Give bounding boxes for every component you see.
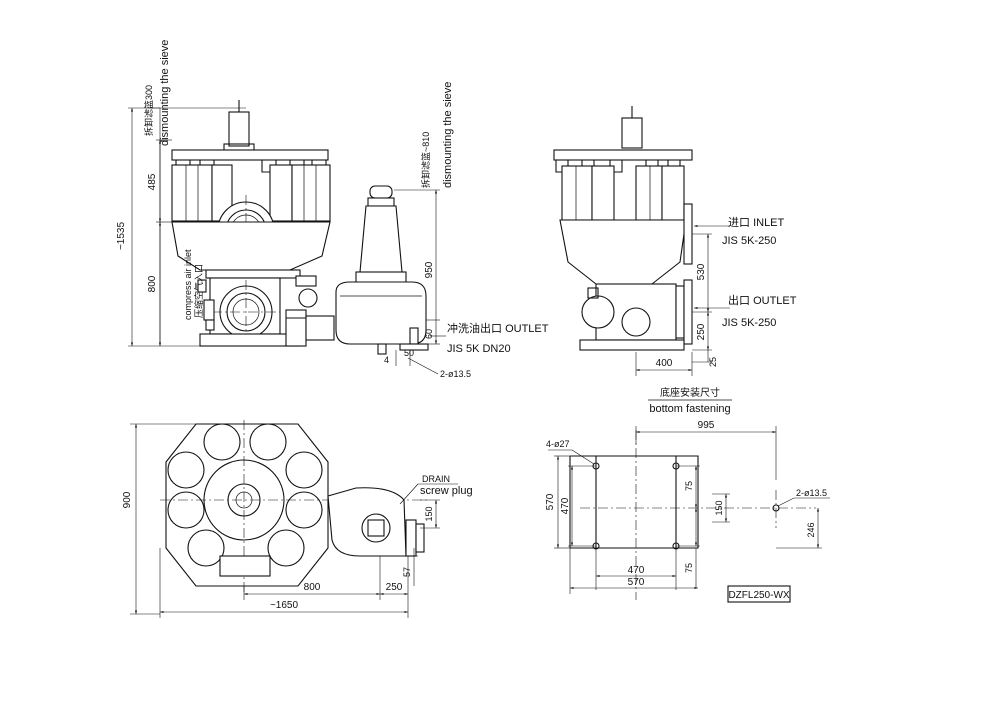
flush-outlet-label: 冲洗油出口 OUTLET (447, 321, 549, 335)
front-view: ~1535 485 800 拆卸滤篮300 dismounting the si… (116, 40, 335, 347)
fastening-holes-small: 2-ø13.5 (796, 488, 827, 498)
outlet-label: 出口 OUTLET (728, 293, 797, 307)
pump-clearance-cn: 拆卸滤篮~810 (420, 132, 431, 188)
fastening-title-cn: 底座安装尺寸 (660, 386, 720, 399)
pump-holes: 2-ø13.5 (440, 369, 471, 379)
right-dim-530: 530 (696, 263, 707, 280)
air-inlet-en: compress air inlet (183, 249, 193, 320)
pump-view: 950 60 拆卸滤篮~810 dismounting the sieve 冲洗… (335, 82, 549, 379)
top-view: 900 800 250 ~1650 150 57 DRAIN screw plu… (122, 420, 473, 618)
pump-clearance-en: dismounting the sieve (442, 82, 454, 188)
drain-plug-label: screw plug (420, 485, 473, 497)
front-clearance-cn: 拆卸滤篮300 (143, 85, 154, 136)
fastening-dim-570-h: 570 (628, 577, 645, 588)
right-view: 530 250 25 400 进口 INLET JIS 5K-250 出口 OU… (553, 106, 797, 376)
outlet-spec: JIS 5K-250 (722, 317, 776, 329)
fastening-width-995: 995 (698, 420, 715, 431)
front-height-upper: 485 (147, 173, 158, 190)
model-box (727, 585, 791, 603)
front-height-total: ~1535 (116, 222, 127, 251)
pump-dim-4: 4 (384, 355, 389, 365)
fastening-title-en: bottom fastening (649, 403, 730, 415)
top-dim-1650: ~1650 (270, 600, 299, 611)
inlet-label: 进口 INLET (728, 216, 785, 229)
fastening-dim-570-v: 570 (545, 493, 556, 510)
fastening-dim-246: 246 (806, 522, 816, 537)
inlet-spec: JIS 5K-250 (722, 235, 776, 247)
top-dim-250: 250 (386, 582, 403, 593)
top-dim-150: 150 (424, 506, 434, 521)
air-inlet-cn: 压缩空气入口 (193, 264, 204, 318)
top-dim-900: 900 (122, 491, 133, 508)
pump-height-950: 950 (424, 261, 435, 278)
fastening-dim-75-top: 75 (684, 481, 694, 491)
right-dim-250: 250 (696, 323, 707, 340)
bottom-fastening: 底座安装尺寸 bottom fastening 995 4-ø27 570 (545, 386, 830, 603)
top-dim-57: 57 (402, 567, 412, 577)
flush-outlet-spec: JIS 5K DN20 (447, 343, 511, 355)
fastening-dim-75-bottom: 75 (684, 563, 694, 573)
front-clearance-en: dismounting the sieve (159, 40, 171, 146)
front-height-lower: 800 (147, 275, 158, 292)
pump-height-60: 60 (424, 329, 434, 339)
pump-dim-50: 50 (404, 348, 414, 358)
fastening-dim-150: 150 (714, 500, 724, 515)
right-dim-400: 400 (656, 358, 673, 369)
right-dim-25: 25 (708, 357, 718, 367)
fastening-dim-470-h: 470 (628, 565, 645, 576)
model-label: DZFL250-WX (728, 590, 789, 601)
drain-label-en: DRAIN (422, 474, 450, 484)
fastening-dim-470-v: 470 (560, 497, 571, 514)
fastening-holes-main: 4-ø27 (546, 439, 570, 449)
top-dim-800: 800 (304, 582, 321, 593)
